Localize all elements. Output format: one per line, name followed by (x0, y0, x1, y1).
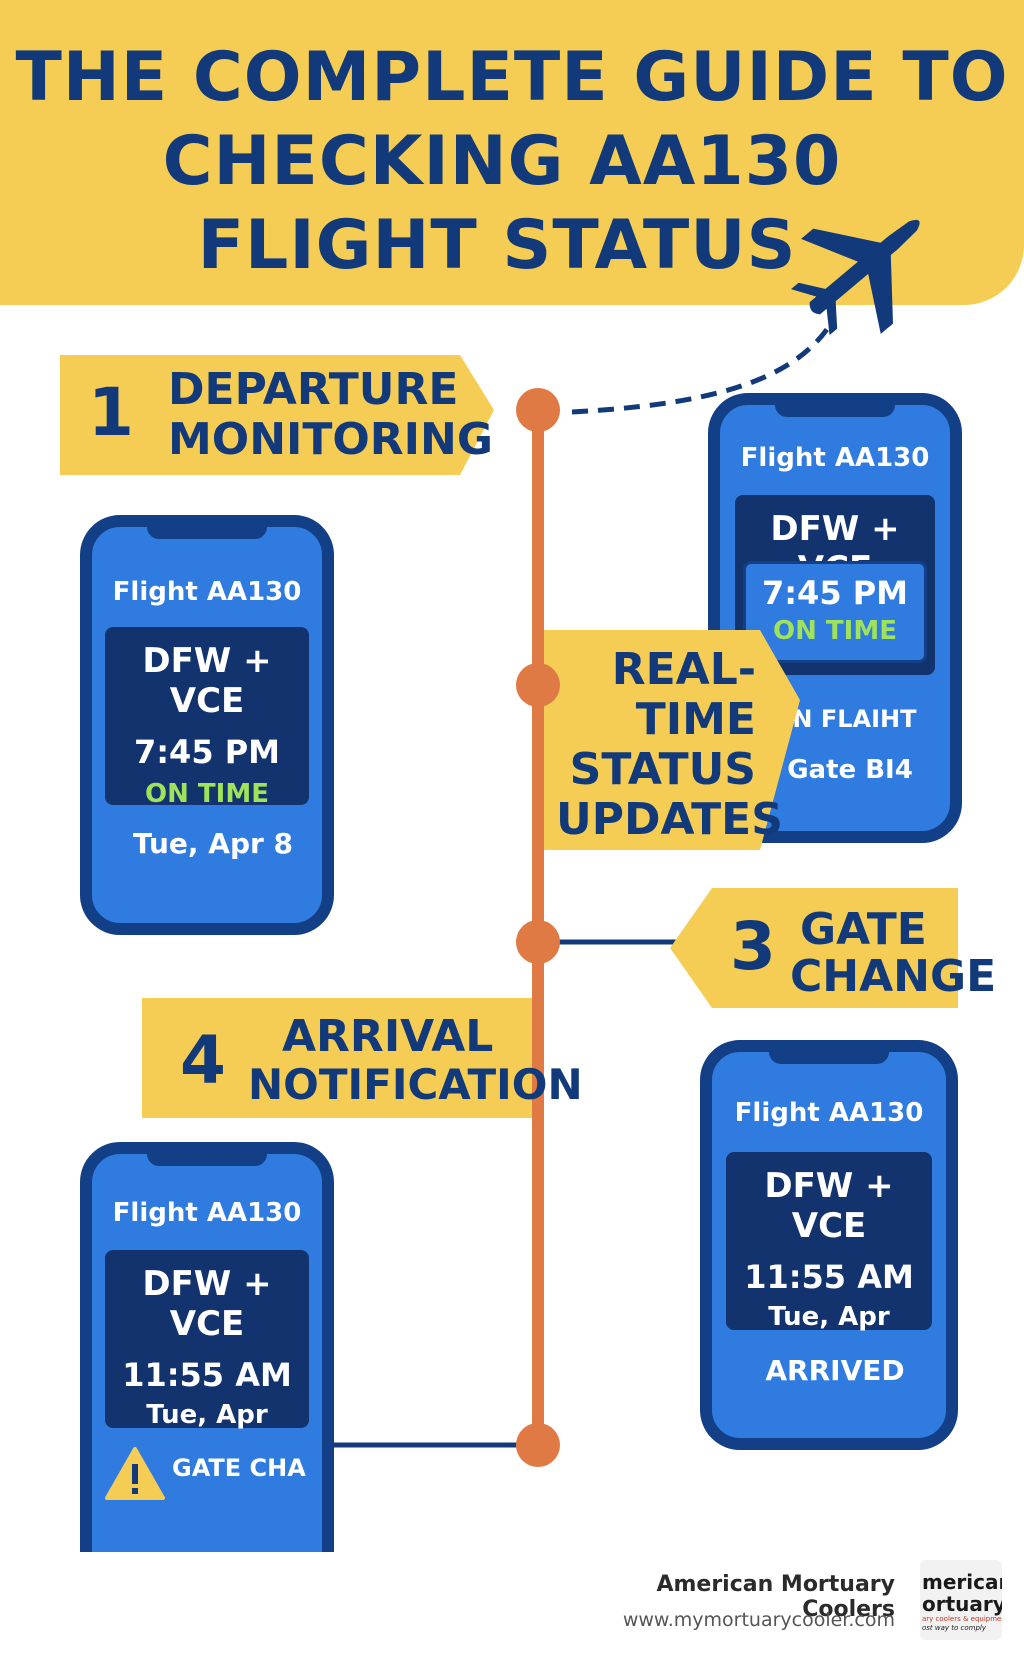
step-3-line-2: CHANGE (790, 951, 997, 1002)
phone-notch (147, 1152, 267, 1166)
title-line-2: CHECKING AA130 (162, 122, 842, 201)
time-text: 11:55 AM (744, 1258, 914, 1296)
phone-notch (769, 1050, 889, 1064)
logo-line-2: ortuary (922, 1592, 1002, 1616)
step-2-line-2: TIME (635, 694, 756, 745)
step-1-line-1: DEPARTURE (168, 364, 459, 415)
phone-screen: DFW + VCE 7:45 PM ON TIME (735, 495, 935, 675)
step-3-line-1: GATE (800, 904, 927, 955)
gate-alert-text: GATE CHA (172, 1454, 306, 1482)
phone-notch (775, 403, 895, 417)
time-text: 7:45 PM (761, 574, 909, 612)
logo-line-4: ost way to comply (922, 1624, 987, 1632)
step-3-label (670, 888, 958, 1008)
route-text: DFW + VCE (764, 1166, 894, 1246)
phone-flight-title: Flight AA130 (734, 1098, 924, 1128)
title-line-1: THE COMPLETE GUIDE TO (15, 38, 1009, 117)
date-text: Tue, Apr 8 (132, 827, 294, 860)
step-3-number: 3 (730, 908, 776, 985)
time-text: 11:55 AM (122, 1356, 292, 1394)
route-text: DFW + VCE (142, 1264, 272, 1344)
footer-url[interactable]: www.mymortuarycooler.com (622, 1609, 895, 1631)
time-status-box: 7:45 PM ON TIME (743, 561, 927, 663)
status-text: ON TIME (145, 779, 269, 809)
phone-screen: DFW + VCE 7:45 PM ON TIME (105, 627, 309, 809)
logo-line-1: merican (922, 1570, 1002, 1594)
phone-screen: DFW + VCE 11:55 AM Tue, Apr (726, 1152, 932, 1332)
date-text: Tue, Apr (146, 1400, 268, 1430)
phone-flight-title: Flight AA130 (740, 443, 930, 473)
time-text: 7:45 PM (133, 733, 281, 771)
route-text: DFW + VCE (142, 641, 272, 721)
warning-icon (105, 1447, 165, 1500)
date-text: Tue, Apr (768, 1302, 890, 1332)
phone-arrival: Flight AA130 DFW + VCE 11:55 AM Tue, Apr… (80, 1142, 334, 1552)
phone-notch (147, 525, 267, 539)
flight-path (571, 323, 833, 415)
step-1-label (60, 355, 494, 475)
phone-gate-change: Flight AA130 DFW + VCE 11:55 AM Tue, Apr… (700, 1040, 958, 1450)
gate-text: Gate BI4 (787, 755, 913, 785)
company-logo: merican ortuary ary coolers & equipment … (920, 1560, 1002, 1640)
phone-flight-title: Flight AA130 (112, 577, 302, 607)
phone-flight-title: Flight AA130 (112, 1198, 302, 1228)
page-title: THE COMPLETE GUIDE TO CHECKING AA130 FLI… (0, 36, 1024, 288)
step-4-line-2: NOTIFICATION (248, 1060, 583, 1109)
title-line-3: FLIGHT STATUS (197, 206, 797, 285)
step-1-number: 1 (88, 374, 134, 451)
phone-departure: Flight AA130 DFW + VCE 7:45 PM ON TIME T… (80, 515, 334, 935)
phone-screen: DFW + VCE 11:55 AM Tue, Apr (105, 1250, 309, 1430)
step-4-number: 4 (180, 1022, 226, 1099)
step-4-label (142, 998, 532, 1118)
airplane-icon (790, 219, 920, 336)
step-2-line-1: REAL- (611, 644, 756, 695)
step-2-line-4: UPDATES (556, 794, 783, 845)
step-4-line-1: ARRIVAL (282, 1011, 494, 1062)
arrived-status-text: ARRIVED (765, 1354, 905, 1387)
status-text: ON TIME (773, 616, 897, 646)
footer-company-name: American Mortuary Coolers (656, 1572, 895, 1622)
logo-line-3: ary coolers & equipment (922, 1615, 1002, 1623)
flight-state-text: IN FLAIHT (783, 705, 917, 733)
step-1-line-2: MONITORING (168, 414, 493, 465)
step-2-line-3: STATUS (569, 744, 756, 795)
